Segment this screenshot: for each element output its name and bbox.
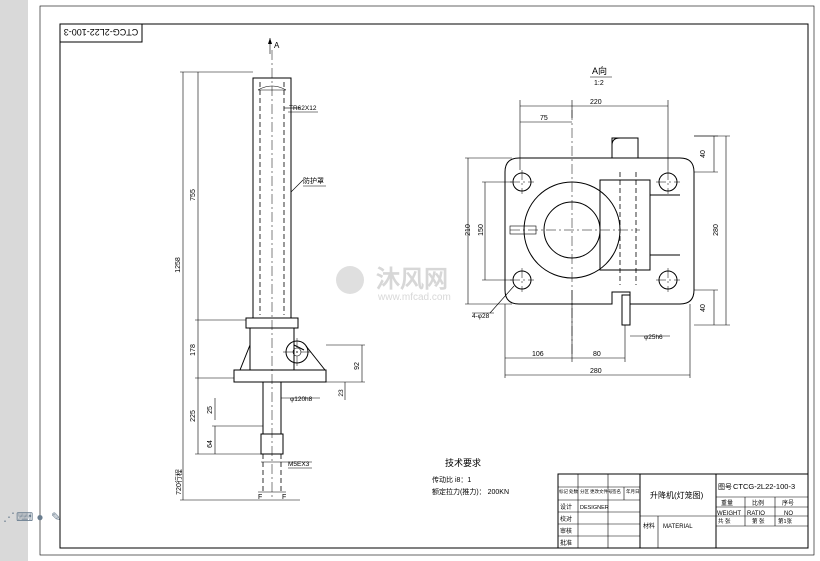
hdr-sign: 签名 [612,488,621,495]
sheet-total: 共 张 [718,517,731,525]
lower-shaft [262,381,282,435]
weight-en: WEIGHT [717,511,741,517]
dim-corner-bottom: 40 [700,304,707,312]
floating-toolbar: ⋰ ⌨ ● ✎ [0,505,70,535]
inner-border [59,23,809,549]
dim-gear: 178 [190,344,197,356]
dim-height-total: 280 [713,224,720,236]
hdr-date: 年月日 [626,488,640,495]
sheet-cn: 第1张 [778,517,793,525]
dim-bottom-left: 106 [532,351,544,358]
title-block: 标记 处数 分区 更改文件号 签名 年月日 设计 DESIGNER 校对 审核 … [557,473,809,549]
sheet-no: 第 张 [752,517,765,525]
dim-bottom-mid: 80 [593,351,601,358]
cad-drawing: CTCG-2L22-100-3 A TR62X12 防护罩 [39,5,815,556]
dim-bottom-total: 280 [590,368,602,375]
holes-label: 4-φ28 [472,313,490,320]
dim-bottom: 64 [207,440,214,448]
view-scale: 1:2 [594,80,604,87]
gearbox-base [233,369,327,383]
dim-height-b: 150 [478,224,485,236]
dim-corner-top: 40 [700,150,707,158]
approve-cn: 批准 [560,539,572,547]
f-mark-right: F [282,494,286,501]
tech-req-title: 技术要求 [445,457,481,468]
dim-top-width: 220 [590,99,602,106]
outer-border [39,5,815,556]
hdr-doc: 更改文件号 [590,488,613,495]
dim-right-b: 23 [338,389,345,397]
material-cn: 材料 [643,522,655,530]
review-cn: 审核 [560,527,572,535]
seq-cn: 序号 [782,499,794,507]
watermark-cn: 沐风网 [376,266,448,293]
material-en: MATERIAL [663,524,693,530]
thread-label: TR62X12 [289,105,317,112]
tech-req-line1: 传动比 i8：1 [432,475,471,484]
drawing-sheet: CTCG-2L22-100-3 A TR62X12 防护罩 [28,0,820,561]
f-mark-left: F [258,494,262,501]
ratio-en: RATIO [747,511,765,517]
dim-travel: 720行程 [174,469,183,495]
shaft-fit-label: φ25h6 [644,334,663,341]
hdr-zone: 分区 [580,488,589,495]
worm-housing [599,179,651,271]
share-icon[interactable]: ⋰ [3,510,15,524]
sleeve-label: 防护罩 [303,176,324,185]
tech-req-line2: 额定拉力(推力)： 200KN [432,487,509,496]
part-name: 升降机(灯笼图) [650,490,704,500]
view-title: A向 [592,65,607,76]
design-en: DESIGNER [580,505,609,511]
hdr-mark: 标记 [559,488,568,495]
pin-fit-label: φ120h8 [290,396,313,403]
dim-lower: 225 [190,410,197,422]
user-icon[interactable]: ● [36,510,44,524]
dim-height-a: 210 [465,224,472,236]
keyboard-icon[interactable]: ⌨ [16,510,34,524]
dim-overall: 1258 [175,257,182,273]
drawing-no-label: 图号 [718,483,732,491]
section-marker-a: A [274,41,280,50]
watermark: 沐风网 www.mfcad.com [336,266,451,303]
dim-tube: 755 [190,189,197,201]
design-cn: 设计 [560,503,572,511]
key-label: M5EX3 [288,461,310,468]
no-en: NO [784,511,793,517]
dim-small: 25 [207,406,214,414]
dim-offset: 75 [540,115,548,122]
watermark-url: www.mfcad.com [377,292,451,303]
drawing-no: CTCG-2L22-100-3 [733,482,795,491]
ratio-cn: 比例 [752,499,764,507]
dim-right-a: 92 [354,362,361,370]
wrench-icon[interactable]: ✎ [50,510,62,524]
rotated-code-text: CTCG-2L22-100-3 [64,27,139,37]
mounting-plate [504,137,695,305]
weight-cn: 重量 [721,499,733,507]
rotated-code-box [59,23,143,43]
check-cn: 校对 [560,515,572,523]
hdr-count: 处数 [569,488,578,495]
